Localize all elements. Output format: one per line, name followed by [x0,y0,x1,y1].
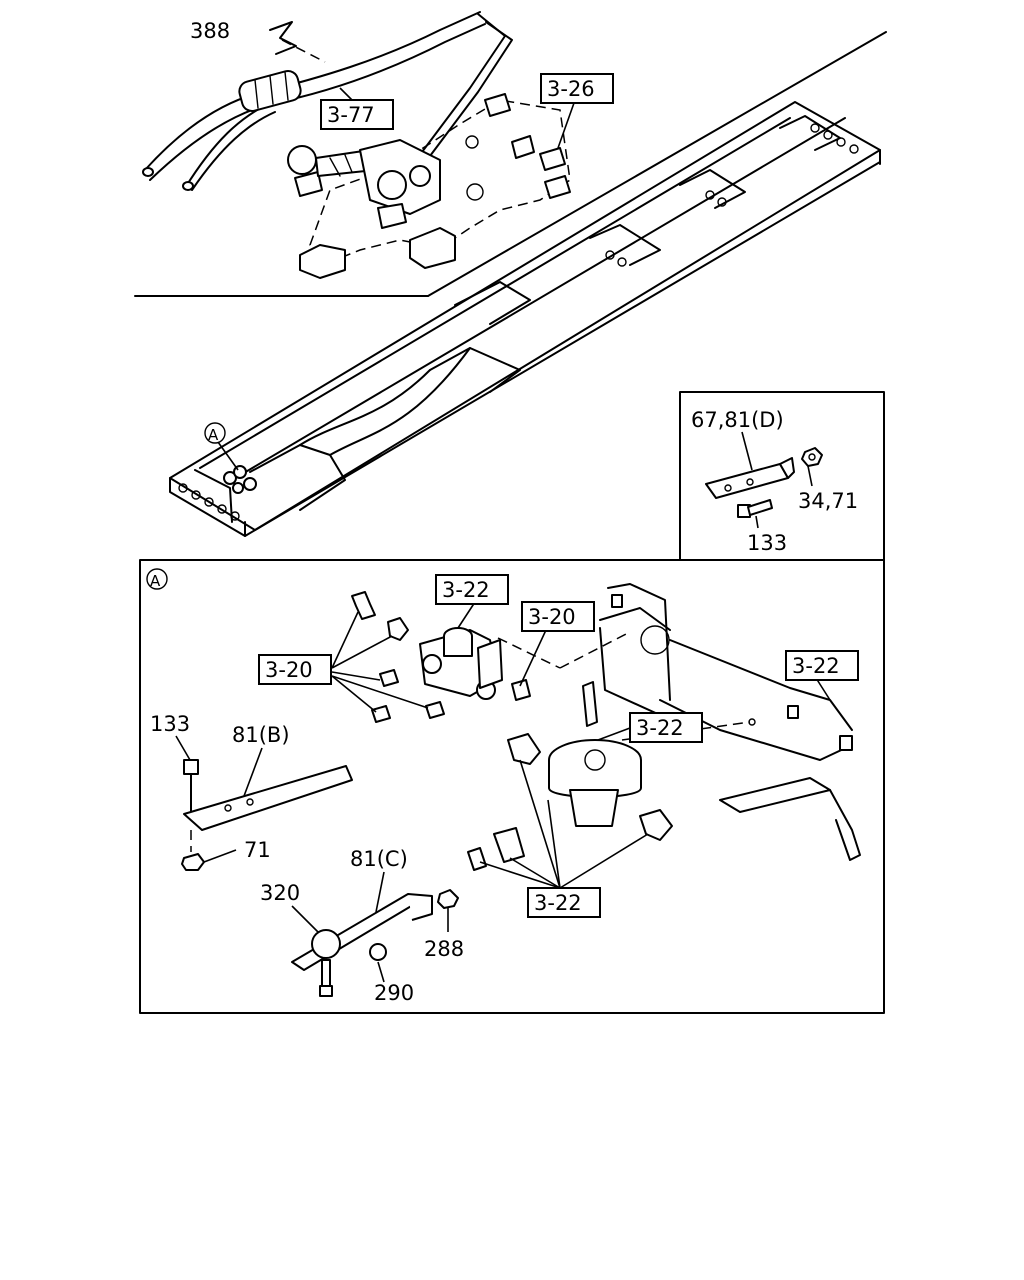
svg-text:388: 388 [190,19,230,43]
label-sensor-320: 320 [260,881,300,905]
svg-text:A: A [150,572,161,590]
label-3-22-relay-bottom: 3-22 [527,887,601,918]
label-bolt-133: 133 [150,712,191,761]
svg-text:133: 133 [150,712,190,736]
svg-text:288: 288 [424,937,464,961]
svg-text:3-20: 3-20 [265,658,313,682]
svg-text:133: 133 [747,531,787,555]
inset-box [679,391,885,561]
svg-text:81(B): 81(B) [232,723,290,747]
label-nut-290: 290 [374,981,414,1005]
svg-text:67,81(D): 67,81(D) [691,408,784,432]
svg-text:3-22: 3-22 [792,654,840,678]
label-nut-71: 71 [244,838,271,862]
svg-text:290: 290 [374,981,414,1005]
svg-text:3-22: 3-22 [534,891,582,915]
svg-text:3-26: 3-26 [547,77,595,101]
svg-text:81(C): 81(C) [350,847,408,871]
label-inset-bolt: 133 [747,531,787,555]
label-388: 388 [190,19,230,43]
detail-a-box [139,559,885,1014]
svg-text:320: 320 [260,881,300,905]
chassis-frame [169,101,881,537]
label-3-20-fitting-top: 3-20 [521,601,595,632]
label-3-20-fitting-left: 3-20 [258,654,332,685]
svg-text:3-77: 3-77 [327,103,375,127]
label-bracket-81c: 81(C) [350,847,408,871]
svg-text:34,71: 34,71 [798,489,858,513]
svg-text:3-22: 3-22 [636,716,684,740]
label-3-26: 3-26 [540,73,614,149]
top-valve-assembly [134,11,887,297]
label-bracket-81b: 81(B) [232,723,290,747]
svg-text:3-20: 3-20 [528,605,576,629]
label-3-22-bracket-right: 3-22 [785,650,859,681]
label-3-22-valve-top: 3-22 [435,574,509,605]
label-3-77: 3-77 [320,87,394,130]
detail-a-marker: A [146,568,168,590]
svg-text:3-22: 3-22 [442,578,490,602]
svg-text:71: 71 [244,838,271,862]
label-inset-nut: 34,71 [798,489,858,513]
label-bolt-288: 288 [424,937,464,961]
svg-text:A: A [208,426,219,444]
view-marker-a: A [204,422,226,444]
label-inset-bracket: 67,81(D) [691,408,784,432]
label-3-22-relay-mid: 3-22 [629,712,703,743]
